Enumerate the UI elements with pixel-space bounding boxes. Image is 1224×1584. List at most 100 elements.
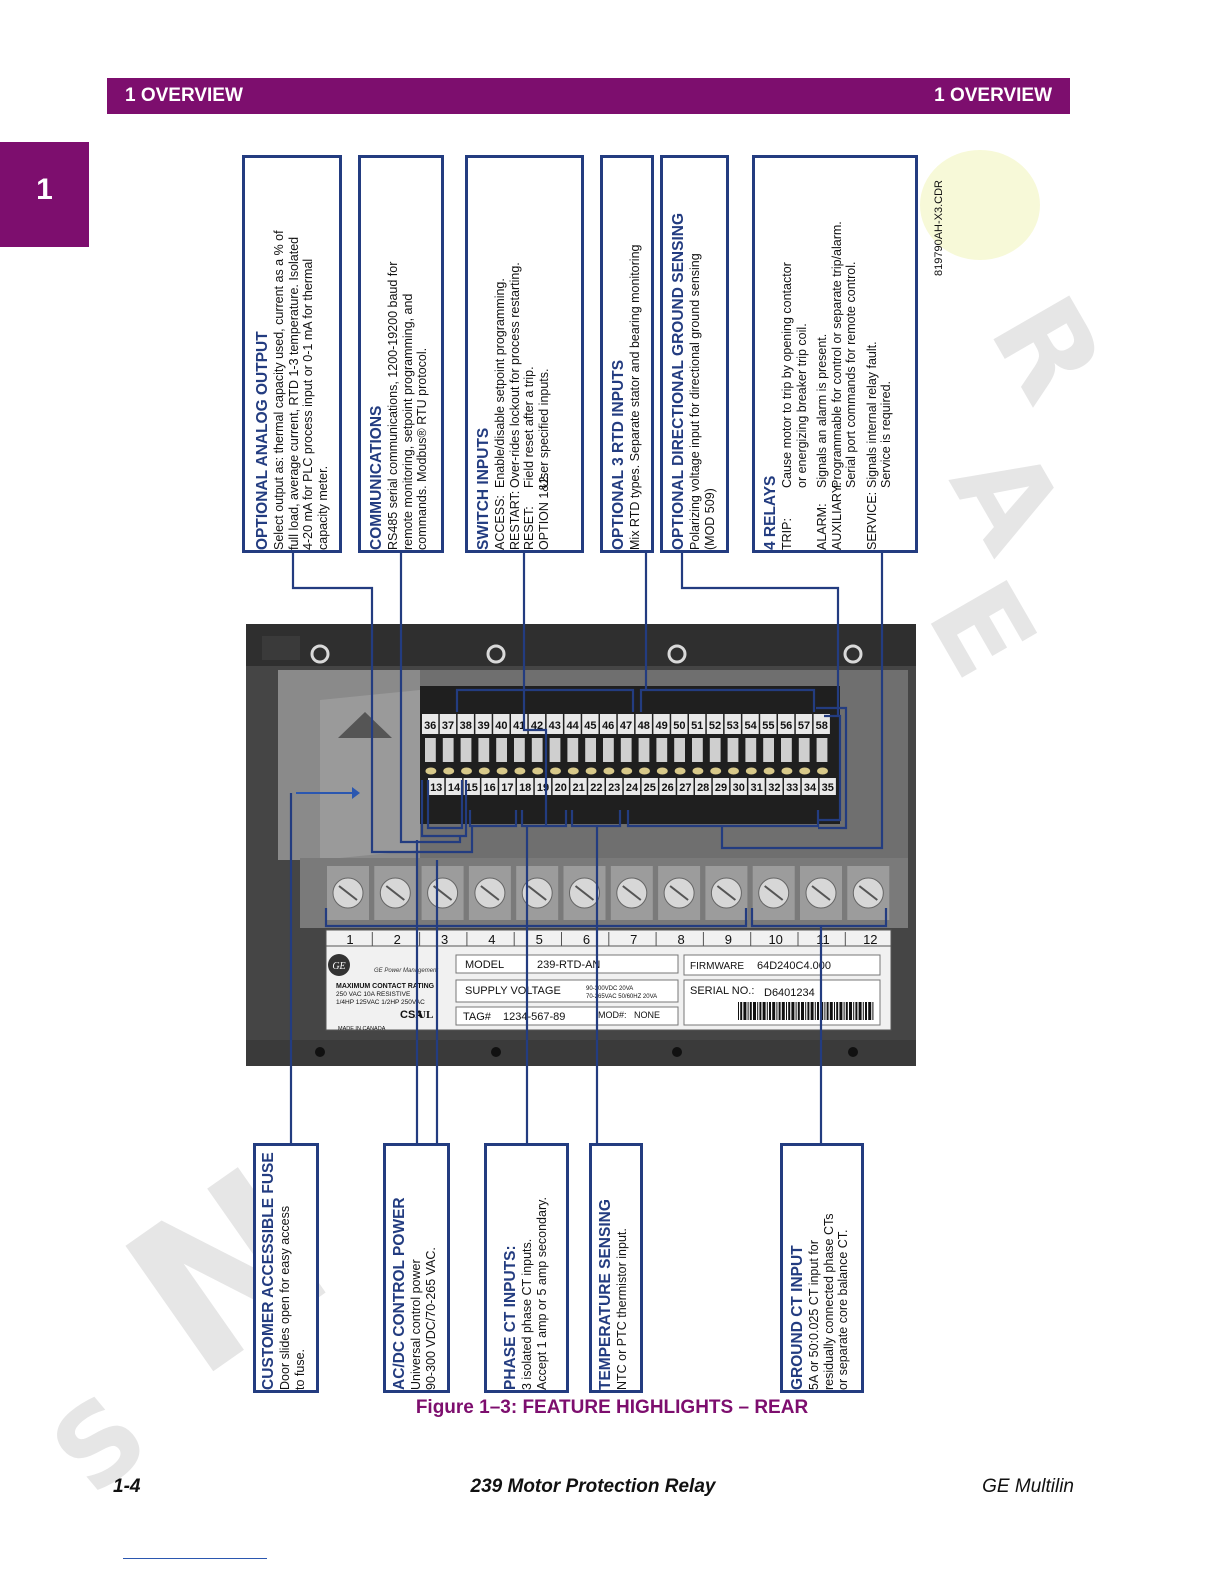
lower-terminal-number: 18	[519, 782, 531, 794]
label-supply-small-2: 70-265VAC 50/60HZ 20VA	[586, 994, 657, 1000]
upper-terminal-clamp	[656, 738, 668, 762]
box-directional-ground-title: OPTIONAL DIRECTIONAL GROUND SENSING	[670, 212, 687, 550]
upper-terminal-number: 46	[602, 720, 614, 732]
screw-slot	[622, 885, 642, 901]
screw-slot	[669, 885, 689, 901]
barcode-bar	[868, 1002, 872, 1020]
upper-terminal-clamp	[620, 738, 632, 762]
barcode-bar	[740, 1002, 743, 1020]
lower-terminal-number: 30	[733, 782, 745, 794]
label-tag-val: 1234-567-89	[503, 1011, 565, 1023]
power-terminal-number: 10	[768, 932, 782, 947]
box-control-power-title: AC/DC CONTROL POWER	[391, 1197, 408, 1390]
barcode-bar	[807, 1002, 810, 1020]
relay-key	[844, 488, 859, 550]
relay-key: ALARM:	[815, 503, 829, 550]
box-communications-line: remote monitoring, setpoint programming,…	[400, 293, 415, 550]
label-serial-val: D6401234	[764, 987, 815, 999]
lower-terminal-cell	[517, 778, 534, 795]
barcode-bar	[772, 1002, 776, 1020]
relay-value: Signals internal relay fault.	[864, 341, 879, 488]
terminal-screw	[443, 767, 455, 775]
upper-terminal-number: 41	[513, 720, 525, 732]
terminal-screw	[728, 767, 739, 775]
switch-value: Enable/disable setpoint programming.	[493, 278, 507, 488]
label-model-val: 239-RTD-AN	[537, 959, 600, 971]
relay-row: SERVICE:Signals internal relay fault.	[865, 158, 880, 550]
relay-row: Serial port commands for remote control.	[844, 158, 859, 550]
terminal-screw	[639, 767, 650, 775]
upper-terminal-cell	[546, 714, 563, 734]
label-mod-val: NONE	[634, 1010, 660, 1020]
upper-terminal-cell	[778, 714, 795, 734]
upper-terminal-clamp	[549, 738, 561, 762]
lower-terminal-cell	[801, 778, 819, 795]
upper-terminal-clamp	[514, 738, 525, 762]
barcode-bar	[747, 1002, 749, 1020]
barcode-bar	[814, 1002, 816, 1020]
relay-value: Signals an alarm is present.	[815, 333, 829, 488]
terminal-screw	[496, 767, 508, 775]
footer-page-number: 1-4	[113, 1476, 141, 1497]
box-customer-fuse-line: Door slides open for easy access	[278, 1205, 292, 1390]
lower-terminal-cell	[428, 778, 445, 795]
label-contact-title: MAXIMUM CONTACT RATING	[336, 983, 435, 990]
relay-key	[879, 488, 894, 550]
upper-terminal-clamp	[425, 738, 436, 762]
lower-terminal-number: 27	[679, 782, 691, 794]
barcode-bar	[759, 1002, 762, 1020]
box-relays: 4 RELAYS TRIP:Cause motor to trip by ope…	[752, 155, 918, 553]
barcode-bar	[738, 1002, 739, 1020]
lower-terminal-number: 34	[804, 782, 817, 794]
upper-terminal-clamp	[603, 738, 614, 762]
label-contact-1: 250 VAC 10A RESISTIVE	[336, 991, 411, 998]
box-rtd-inputs: OPTIONAL 3 RTD INPUTS Mix RTD types. Sep…	[600, 155, 654, 553]
barcode-bar	[791, 1002, 795, 1020]
box-temperature-sensing: TEMPERATURE SENSING NTC or PTC thermisto…	[589, 1143, 643, 1393]
relay-value: Cause motor to trip by opening contactor	[780, 262, 794, 488]
upper-terminal-number: 51	[691, 720, 703, 732]
lower-terminal-cell	[445, 778, 463, 795]
terminal-screw	[532, 767, 544, 775]
barcode-bar	[839, 1002, 843, 1020]
relay-row: AUXILIARY:Programmable for control or se…	[830, 158, 845, 550]
power-terminal-number: 3	[441, 932, 448, 947]
terminal-screw	[710, 767, 722, 775]
upper-terminal-cell	[493, 714, 510, 734]
label-made-in: MADE IN CANADA	[338, 1026, 386, 1032]
terminal-screw	[692, 767, 704, 775]
barcode-bar	[843, 1002, 845, 1020]
upper-terminal-number: 48	[638, 720, 650, 732]
lower-terminal-cell	[641, 778, 658, 795]
box-communications-line: RS485 serial communications, 1200-19200 …	[386, 261, 400, 550]
lower-terminal-number: 28	[697, 782, 709, 794]
label-model-key: MODEL	[465, 959, 504, 971]
footer-title: 239 Motor Protection Relay	[470, 1476, 716, 1497]
lower-terminal-cell	[659, 778, 676, 795]
relay-value: Serial port commands for remote control.	[844, 261, 858, 488]
box-switch-inputs-title: SWITCH INPUTS	[475, 427, 492, 550]
section-header: 1 OVERVIEW 1 OVERVIEW	[107, 78, 1070, 114]
footer-company: GE Multilin	[982, 1476, 1074, 1497]
screw-slot	[716, 885, 737, 901]
barcode-bar	[824, 1002, 826, 1020]
power-terminal-number: 4	[488, 932, 495, 947]
upper-terminal-cell	[689, 714, 706, 734]
box-directional-ground: OPTIONAL DIRECTIONAL GROUND SENSING Pola…	[660, 155, 729, 553]
label-serial-key: SERIAL NO.:	[690, 985, 754, 997]
barcode-bar	[757, 1002, 759, 1020]
upper-terminal-cell	[422, 714, 439, 734]
upper-terminal-cell	[724, 714, 741, 734]
switch-value: User specified inputs.	[536, 368, 551, 488]
lower-terminal-cell	[570, 778, 587, 795]
lower-terminal-number: 29	[715, 782, 727, 794]
upper-terminal-number: 44	[566, 720, 579, 732]
lower-terminal-cell	[712, 778, 730, 795]
barcode-bar	[766, 1002, 768, 1020]
upper-terminal-cell	[457, 714, 474, 734]
power-terminal-number: 8	[677, 932, 684, 947]
box-temperature-sensing-title: TEMPERATURE SENSING	[597, 1199, 614, 1390]
barcode-bar	[801, 1002, 804, 1020]
barcode-bar	[762, 1002, 766, 1020]
upper-terminal-clamp	[816, 738, 828, 762]
